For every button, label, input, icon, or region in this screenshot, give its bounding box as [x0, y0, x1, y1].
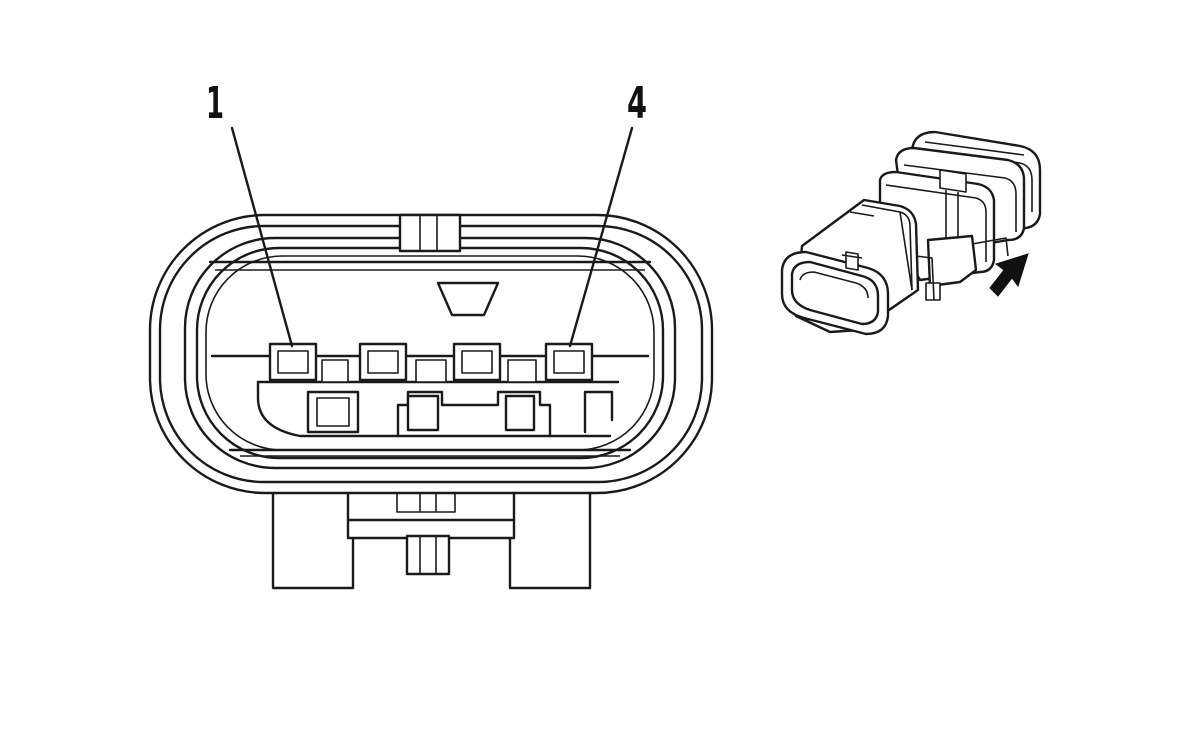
- pin-label-4: 4: [627, 78, 647, 129]
- top-key: [398, 213, 462, 253]
- connector-isometric-view: [780, 130, 1042, 336]
- direction-arrow-icon: [989, 253, 1029, 297]
- lower-lock-features: [306, 390, 614, 438]
- terminal-pin-3: [452, 342, 502, 382]
- pin-label-1: 1: [206, 78, 224, 129]
- leader-line-pin-1: [230, 126, 294, 348]
- connector-face-view: 1 4: [148, 78, 714, 590]
- terminal-pin-1: [268, 342, 318, 382]
- terminal-pin-4: [544, 342, 594, 382]
- leader-line-pin-4: [568, 126, 634, 348]
- terminal-pin-2: [358, 342, 408, 382]
